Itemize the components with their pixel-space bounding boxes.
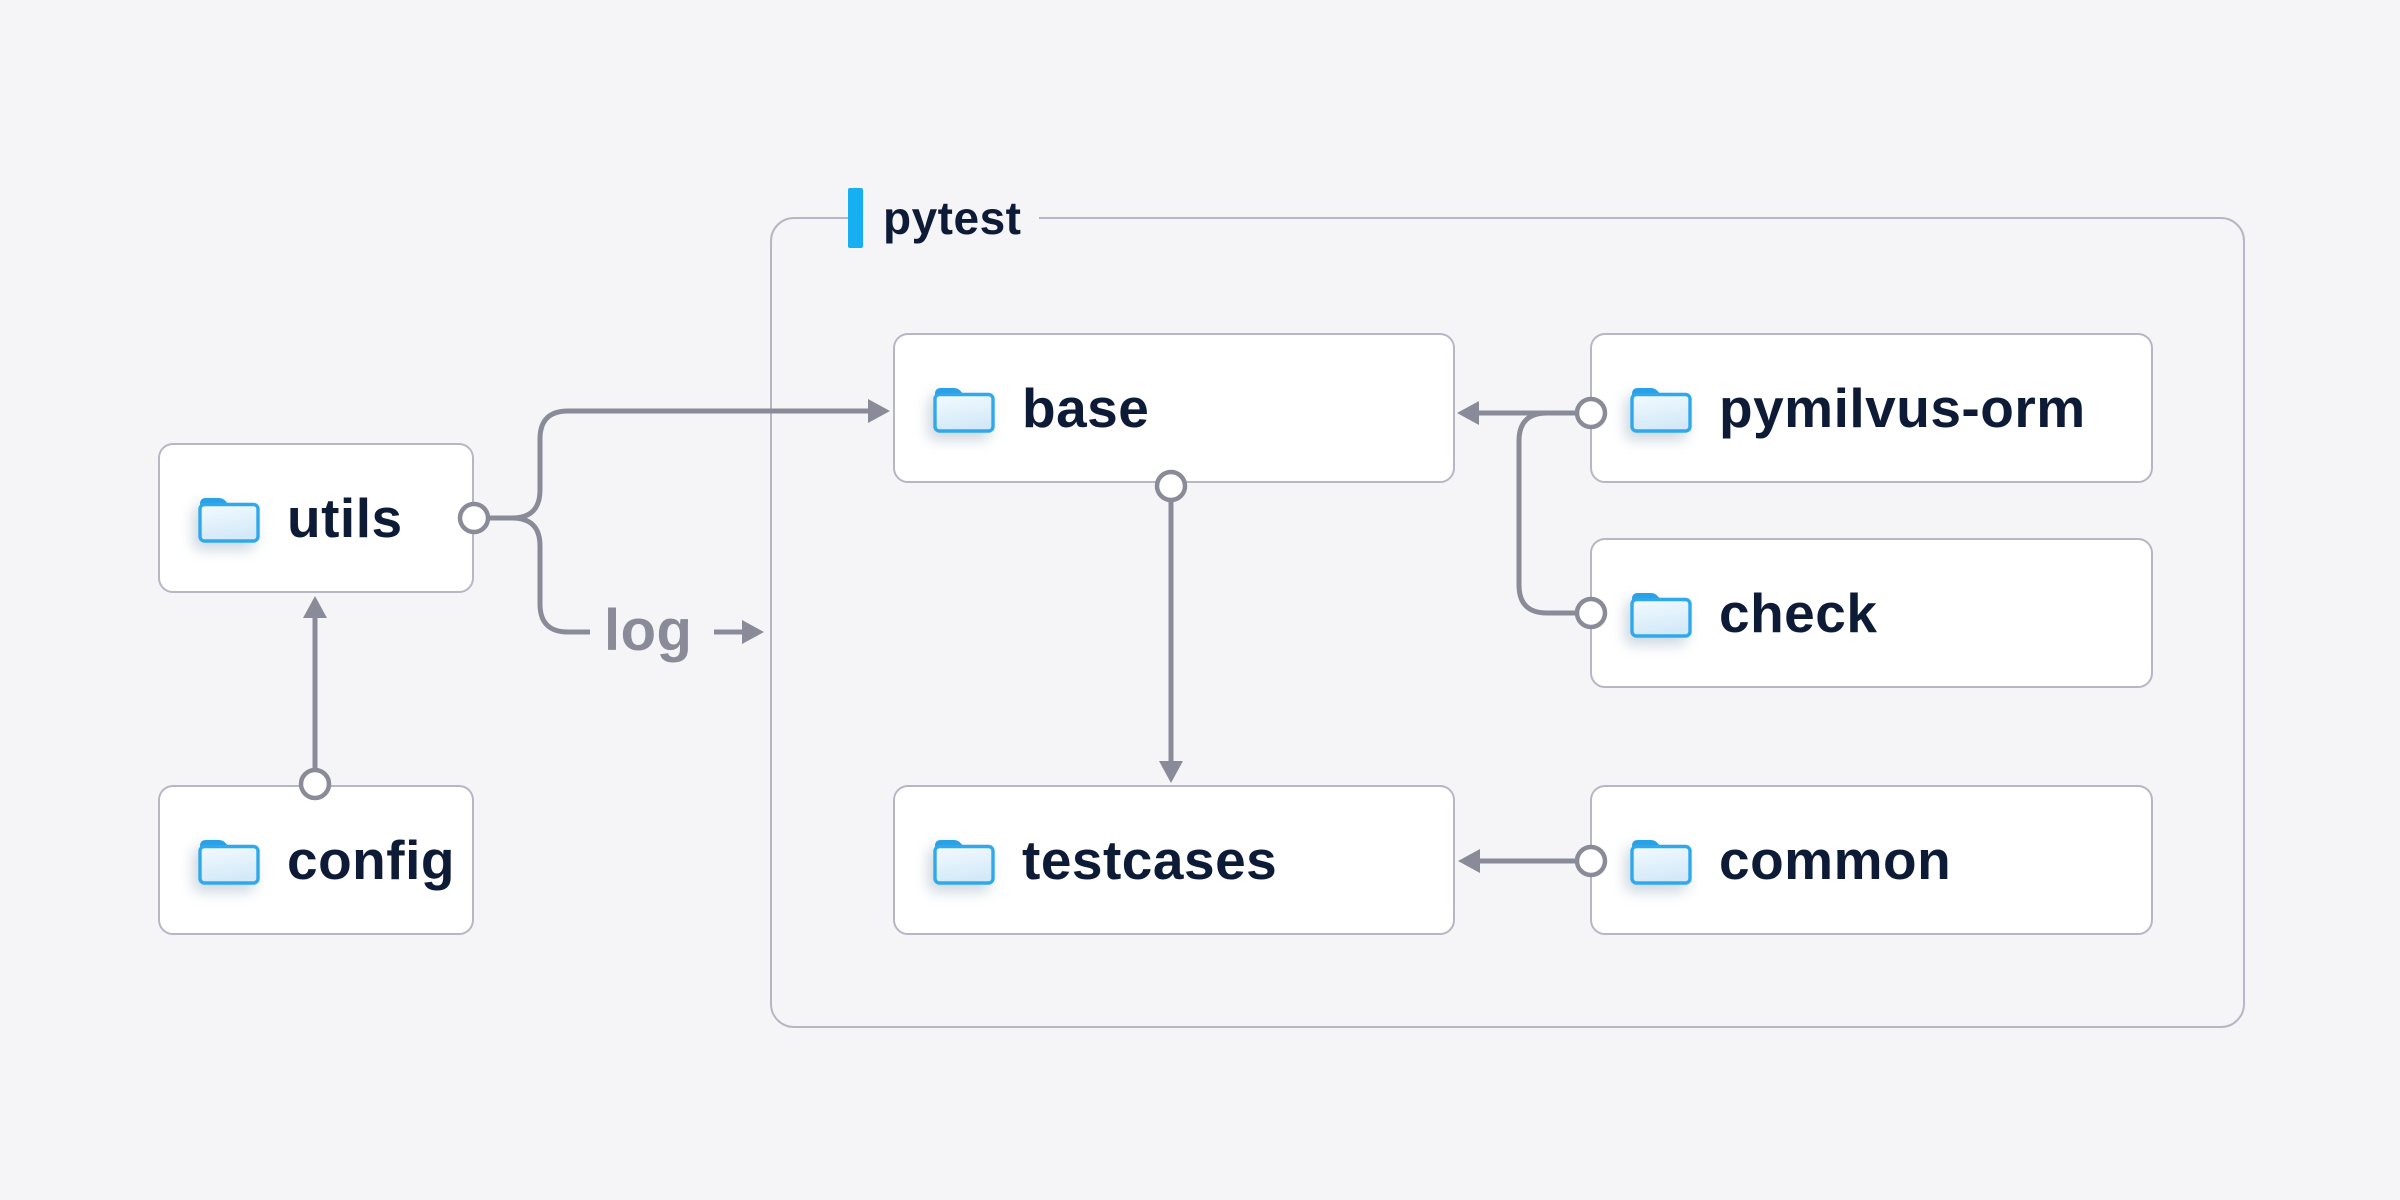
node-check-label: check <box>1719 582 1878 644</box>
node-check: check <box>1590 538 2153 688</box>
node-testcases: testcases <box>893 785 1455 935</box>
edge-utils-to-log <box>511 515 590 635</box>
folder-icon <box>933 840 995 885</box>
folder-icon <box>1630 840 1692 885</box>
folder-icon <box>933 388 995 433</box>
node-pymilvus-orm-label: pymilvus-orm <box>1719 377 2086 439</box>
arrowhead-up-icon <box>303 596 327 618</box>
pytest-group-box: pytest <box>770 188 2245 1028</box>
node-pymilvus-orm: pymilvus-orm <box>1590 333 2153 483</box>
node-common-label: common <box>1719 829 1952 891</box>
edge-label-log: log <box>604 598 693 663</box>
node-config: config <box>158 785 474 935</box>
node-testcases-label: testcases <box>1022 829 1278 891</box>
node-common: common <box>1590 785 2153 935</box>
node-utils: utils <box>158 443 474 593</box>
folder-icon <box>1630 593 1692 638</box>
folder-icon <box>198 498 260 543</box>
node-utils-label: utils <box>287 487 403 549</box>
pytest-group-title: pytest <box>883 192 1022 244</box>
node-base-label: base <box>1022 377 1150 439</box>
node-config-label: config <box>287 829 455 891</box>
folder-icon <box>198 840 260 885</box>
accent-bar-icon <box>848 188 863 248</box>
pytest-group-label: pytest <box>848 188 1040 248</box>
node-base: base <box>893 333 1455 483</box>
folder-icon <box>1630 388 1692 433</box>
arrowhead-right-icon <box>742 620 764 644</box>
